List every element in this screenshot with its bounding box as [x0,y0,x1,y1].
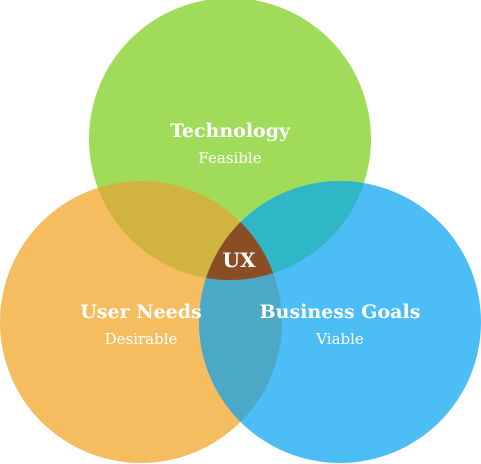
technology-business-goals-overlap [199,181,371,280]
ux-label: UX [223,248,256,272]
technology-user-needs-overlap [89,181,282,280]
user-needs-subtitle: Desirable [105,330,178,348]
technology-subtitle: Feasible [198,149,261,167]
user-needs-title: User Needs [80,301,202,323]
technology-title: Technology [170,120,291,142]
business-goals-subtitle: Viable [315,330,364,348]
business-goals-title: Business Goals [260,301,421,323]
